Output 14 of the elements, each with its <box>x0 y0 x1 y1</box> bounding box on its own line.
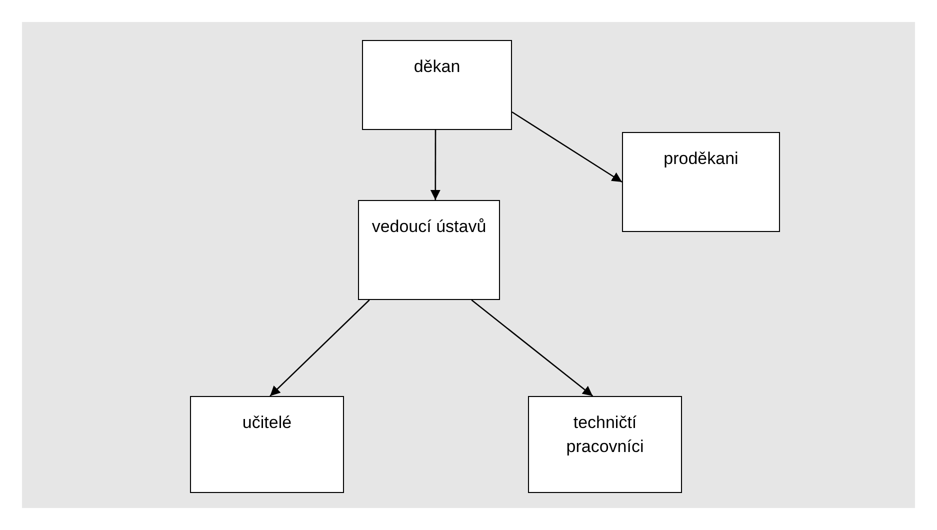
box-label: proděkani <box>664 148 738 170</box>
box-label: vedoucí ústavů <box>372 216 486 238</box>
org-box <box>528 396 682 493</box>
box-label: techničtí pracovníci <box>565 412 645 458</box>
box-label: učitelé <box>242 412 292 434</box>
arrow <box>512 111 622 183</box>
arrow <box>471 300 594 396</box>
arrow <box>270 300 370 396</box>
org-box <box>362 40 512 130</box>
org-box <box>190 396 344 493</box>
box-label: děkan <box>414 56 460 78</box>
org-box <box>622 132 780 232</box>
org-box <box>358 200 500 300</box>
arrow <box>430 130 440 200</box>
